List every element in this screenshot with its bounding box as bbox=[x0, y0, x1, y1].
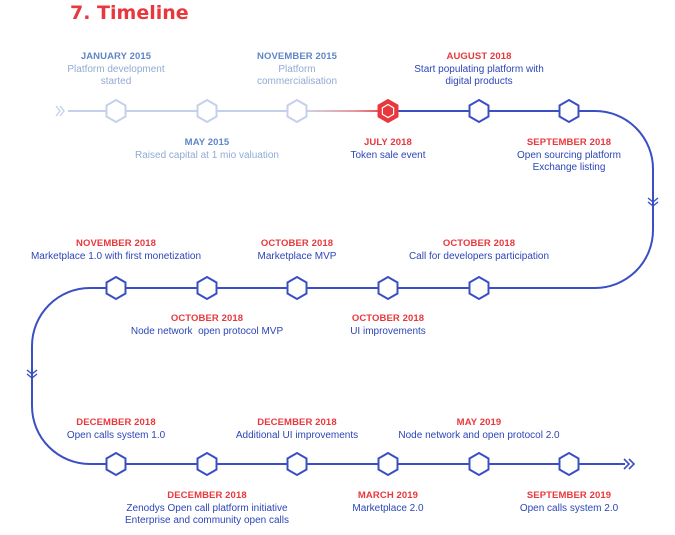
timeline-path-row-1 bbox=[31, 110, 654, 465]
milestone-date: NOVEMBER 2018 bbox=[76, 238, 156, 249]
hexagon-icon bbox=[105, 98, 127, 124]
hexagon-icon bbox=[468, 275, 490, 301]
hexagon-icon bbox=[377, 451, 399, 477]
hexagon-icon bbox=[468, 98, 490, 124]
milestone-node bbox=[286, 98, 308, 124]
milestone-date: NOVEMBER 2015 bbox=[257, 51, 337, 62]
milestone-text: Call for developers participation bbox=[408, 250, 550, 262]
hexagon-icon bbox=[196, 98, 218, 124]
milestone-node bbox=[377, 451, 399, 477]
milestone-text: Open calls system 1.0 bbox=[66, 429, 166, 441]
milestone-text: Platform development started bbox=[67, 63, 165, 88]
milestone-node bbox=[196, 451, 218, 477]
milestone-date: MAY 2019 bbox=[456, 417, 502, 428]
milestone-node bbox=[105, 98, 127, 124]
milestone-text: Token sale event bbox=[350, 149, 426, 161]
milestone-date: DECEMBER 2018 bbox=[167, 490, 247, 501]
milestone-text: UI improvements bbox=[350, 325, 426, 337]
milestone-date: AUGUST 2018 bbox=[446, 51, 512, 62]
end-arrow-icon bbox=[623, 458, 636, 470]
hexagon-icon bbox=[286, 275, 308, 301]
milestone-node bbox=[558, 451, 580, 477]
page-title: 7. Timeline bbox=[70, 2, 189, 24]
milestone-date: OCTOBER 2018 bbox=[170, 313, 244, 324]
milestone-text: Raised capital at 1 mio valuation bbox=[135, 149, 279, 161]
hexagon-icon bbox=[286, 98, 308, 124]
milestone-node bbox=[105, 275, 127, 301]
hexagon-icon bbox=[558, 98, 580, 124]
milestone-node bbox=[558, 98, 580, 124]
start-chevron-icon bbox=[55, 105, 65, 117]
milestone-text: Open calls system 2.0 bbox=[519, 502, 619, 514]
milestone-date: JANUARY 2015 bbox=[80, 51, 152, 62]
milestone-node bbox=[468, 451, 490, 477]
milestone-text: Marketplace 2.0 bbox=[352, 502, 424, 514]
milestone-date: OCTOBER 2018 bbox=[442, 238, 516, 249]
milestone-date: OCTOBER 2018 bbox=[260, 238, 334, 249]
milestone-text: Marketplace MVP bbox=[257, 250, 337, 262]
milestone-node bbox=[377, 275, 399, 301]
milestone-node bbox=[105, 451, 127, 477]
milestone-date: MARCH 2019 bbox=[357, 490, 419, 501]
milestone-text: Marketplace 1.0 with first monetization bbox=[30, 250, 202, 262]
milestone-date: DECEMBER 2018 bbox=[257, 417, 337, 428]
milestone-node bbox=[286, 451, 308, 477]
milestone-node bbox=[468, 275, 490, 301]
hexagon-icon bbox=[196, 275, 218, 301]
milestone-date: MAY 2015 bbox=[184, 137, 230, 148]
milestone-node bbox=[286, 275, 308, 301]
hexagon-icon bbox=[105, 451, 127, 477]
hexagon-icon bbox=[286, 451, 308, 477]
hexagon-icon bbox=[196, 451, 218, 477]
hexagon-icon bbox=[105, 275, 127, 301]
hexagon-icon bbox=[377, 98, 399, 124]
milestone-node bbox=[196, 275, 218, 301]
milestone-text: Additional UI improvements bbox=[235, 429, 359, 441]
hexagon-icon bbox=[377, 275, 399, 301]
milestone-text: Node network and open protocol 2.0 bbox=[398, 429, 560, 441]
hexagon-icon bbox=[468, 451, 490, 477]
milestone-text: Open sourcing platform Exchange listing bbox=[517, 149, 621, 174]
milestone-node bbox=[196, 98, 218, 124]
milestone-date: OCTOBER 2018 bbox=[351, 313, 425, 324]
milestone-date: JULY 2018 bbox=[364, 137, 412, 148]
milestone-text: Platform commercialisation bbox=[256, 63, 338, 88]
chevron-down-icon bbox=[26, 369, 38, 379]
hexagon-icon bbox=[558, 451, 580, 477]
chevron-down-icon bbox=[647, 197, 659, 207]
milestone-date: DECEMBER 2018 bbox=[76, 417, 156, 428]
hexagon-inner-icon bbox=[381, 103, 395, 119]
milestone-node bbox=[377, 98, 399, 124]
milestone-text: Zenodys Open call platform initiative En… bbox=[125, 502, 289, 527]
milestone-date: SEPTEMBER 2018 bbox=[526, 137, 612, 148]
milestone-text: Node network open protocol MVP bbox=[130, 325, 284, 337]
milestone-text: Start populating platform with digital p… bbox=[414, 63, 544, 88]
milestone-date: SEPTEMBER 2019 bbox=[526, 490, 612, 501]
milestone-node bbox=[468, 98, 490, 124]
